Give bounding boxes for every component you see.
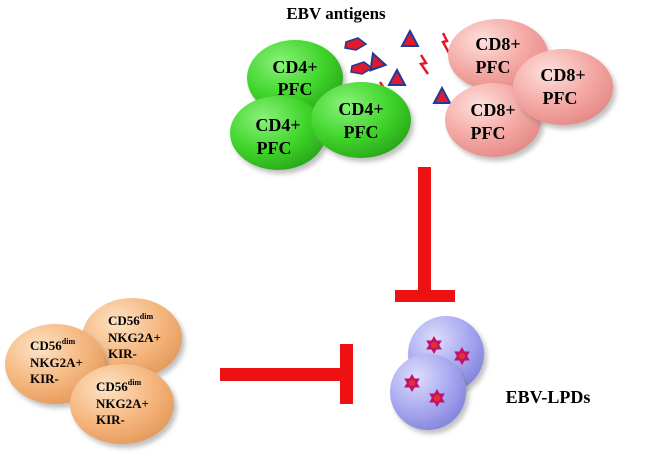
cd8-sublabel: PFC	[543, 88, 578, 108]
antigens-title: EBV antigens	[286, 4, 386, 23]
cd4-label: CD4+	[272, 57, 317, 77]
antigen-triangle-icon	[433, 87, 451, 104]
nk-kir-label: KIR-	[30, 371, 59, 386]
nk-cell-cluster: CD56dim NKG2A+ KIR- CD56dim NKG2A+ KIR- …	[5, 298, 182, 444]
tcell-inhibition-bar	[395, 167, 455, 302]
antigen-bolt-icon	[418, 54, 430, 75]
cd8-cell: CD8+ PFC	[513, 49, 613, 125]
nk-receptor-label: NKG2A+	[108, 330, 161, 345]
cd4-cell: CD4+ PFC	[230, 96, 326, 170]
nk-cell: CD56dim NKG2A+ KIR-	[82, 298, 182, 378]
target-label: EBV-LPDs	[506, 387, 591, 407]
cd4-sublabel: PFC	[257, 138, 292, 158]
cd8-label: CD8+	[475, 34, 520, 54]
nk-marker-label: CD56dim	[108, 312, 153, 328]
cd8-sublabel: PFC	[471, 123, 506, 143]
lpd-cell-cluster	[390, 316, 484, 430]
nk-marker-label: CD56dim	[30, 337, 75, 353]
nk-receptor-label: NKG2A+	[30, 355, 83, 370]
cd8-sublabel: PFC	[476, 57, 511, 77]
nk-kir-label: KIR-	[96, 412, 125, 427]
nk-kir-label: KIR-	[108, 346, 137, 361]
antigen-triangle-icon	[401, 30, 419, 47]
nk-inhibition-bar	[220, 344, 353, 404]
lpd-cell	[390, 354, 466, 430]
cd4-sublabel: PFC	[344, 122, 379, 142]
antigen-hexagon-icon	[350, 61, 374, 75]
cd8-label: CD8+	[540, 65, 585, 85]
cd4-cell: CD4+ PFC	[311, 82, 411, 158]
antigen-fragments	[344, 30, 451, 104]
antigen-hexagon-icon	[344, 37, 368, 51]
cd4-label: CD4+	[255, 115, 300, 135]
nk-marker-label: CD56dim	[96, 378, 141, 394]
cd8-cell-cluster: CD8+ PFC CD8+ PFC CD8+ PFC	[445, 19, 613, 157]
cd4-cell-cluster: CD4+ PFC CD4+ PFC CD4+ PFC	[230, 40, 411, 170]
antigen-bolt-icon	[441, 32, 451, 54]
nk-receptor-label: NKG2A+	[96, 396, 149, 411]
nk-cell: CD56dim NKG2A+ KIR-	[70, 364, 174, 444]
cd4-label: CD4+	[338, 99, 383, 119]
antigen-triangle-icon	[388, 69, 406, 86]
cd8-label: CD8+	[470, 100, 515, 120]
cd4-sublabel: PFC	[278, 79, 313, 99]
